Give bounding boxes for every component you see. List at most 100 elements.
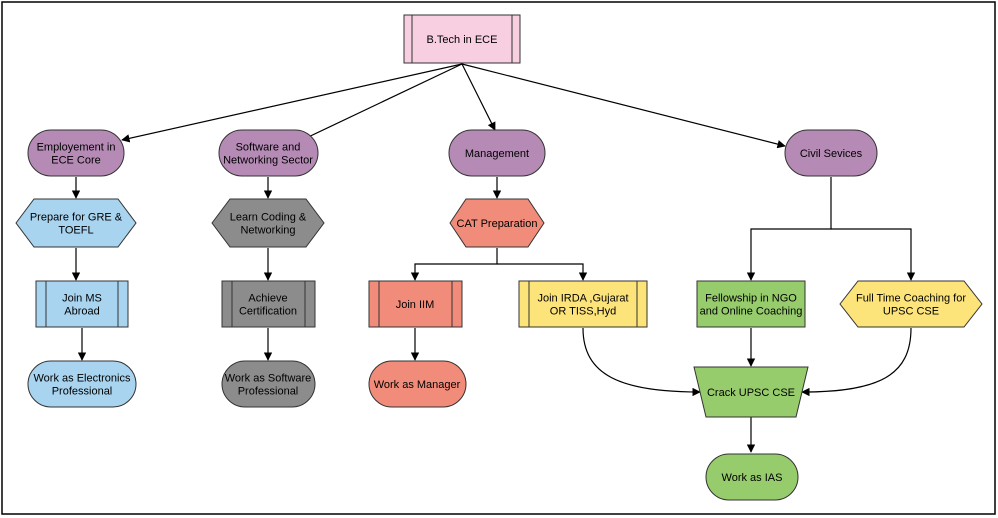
label-line: Employement in bbox=[37, 142, 116, 154]
edge-irda-upsc bbox=[582, 327, 701, 397]
node-btech-ece: B.Tech in ECE bbox=[403, 14, 521, 64]
edge-root-software bbox=[301, 63, 463, 141]
label-line: Networking bbox=[240, 225, 295, 237]
coaching-shape bbox=[839, 280, 983, 328]
label-line: Work as IAS bbox=[722, 472, 783, 484]
label-line: Join IRDA ,Gujarat bbox=[537, 293, 628, 305]
label-line: TOEFL bbox=[58, 225, 93, 237]
edge-coaching-upsc bbox=[801, 327, 912, 397]
label-line: Crack UPSC CSE bbox=[707, 387, 795, 399]
label-line: Learn Coding & bbox=[230, 212, 307, 224]
edge-civil-coaching bbox=[831, 228, 916, 281]
connectors bbox=[71, 63, 916, 453]
label-line: and Online Coaching bbox=[700, 306, 803, 318]
civil-shape bbox=[784, 129, 878, 177]
label-line: Software and bbox=[236, 142, 301, 154]
node-manager: Work as Manager bbox=[368, 360, 467, 408]
coding-label: Learn Coding &Networking bbox=[230, 212, 307, 237]
edge-root-ece-core bbox=[121, 63, 463, 143]
label-line: Join MS bbox=[62, 293, 102, 305]
ias-label: Work as IAS bbox=[722, 472, 783, 484]
gre-shape bbox=[15, 198, 137, 248]
management-label: Management bbox=[465, 148, 529, 160]
irda-shape bbox=[518, 280, 648, 328]
software-shape bbox=[218, 129, 319, 177]
iim-label: Join IIM bbox=[396, 299, 435, 311]
manager-shape bbox=[368, 360, 467, 408]
upsc-label: Crack UPSC CSE bbox=[707, 387, 795, 399]
label-line: OR TISS,Hyd bbox=[550, 306, 616, 318]
label-line: Certification bbox=[239, 306, 297, 318]
civil-label: Civil Sevices bbox=[800, 148, 863, 160]
node-upsc: Crack UPSC CSE bbox=[693, 366, 809, 418]
cert-shape bbox=[221, 280, 316, 328]
label-line: Professional bbox=[52, 386, 113, 398]
label-line: B.Tech in ECE bbox=[427, 34, 498, 46]
label-line: Fellowship in NGO bbox=[705, 293, 797, 305]
manager-label: Work as Manager bbox=[374, 379, 461, 391]
node-ias: Work as IAS bbox=[705, 453, 799, 501]
label-line: Abroad bbox=[64, 306, 99, 318]
ece-core-shape bbox=[27, 129, 125, 177]
sw-prof-shape bbox=[221, 360, 316, 408]
label-line: Civil Sevices bbox=[800, 148, 863, 160]
btech-ece-label: B.Tech in ECE bbox=[427, 34, 498, 46]
upsc-shape bbox=[693, 366, 809, 418]
label-line: UPSC CSE bbox=[883, 306, 939, 318]
node-gre: Prepare for GRE &TOEFL bbox=[15, 198, 137, 248]
node-iim: Join IIM bbox=[368, 280, 463, 328]
node-civil: Civil Sevices bbox=[784, 129, 878, 177]
edge-root-management bbox=[461, 63, 496, 131]
cat-shape bbox=[449, 198, 545, 248]
edge-cat-iim bbox=[410, 248, 498, 281]
ms-shape bbox=[35, 280, 129, 328]
label-line: Work as Manager bbox=[374, 379, 461, 391]
cat-label: CAT Preparation bbox=[457, 218, 538, 230]
gre-label: Prepare for GRE &TOEFL bbox=[30, 212, 123, 237]
node-cat: CAT Preparation bbox=[449, 198, 545, 248]
ias-shape bbox=[705, 453, 799, 501]
label-line: Work as Electronics bbox=[34, 373, 131, 385]
label-line: Achieve bbox=[248, 293, 287, 305]
management-shape bbox=[448, 129, 546, 177]
coding-shape bbox=[211, 198, 325, 248]
ngo-shape bbox=[696, 280, 806, 328]
edge-civil-ngo bbox=[746, 177, 832, 281]
edge-root-civil bbox=[461, 63, 786, 149]
node-management: Management bbox=[448, 129, 546, 177]
label-line: CAT Preparation bbox=[457, 218, 538, 230]
label-line: Networking Sector bbox=[223, 155, 313, 167]
btech-ece-box bbox=[403, 14, 521, 64]
label-line: Join IIM bbox=[396, 299, 435, 311]
label-line: ECE Core bbox=[51, 155, 101, 167]
elec-prof-shape bbox=[27, 360, 137, 408]
edge-cat-irda bbox=[497, 263, 588, 281]
label-line: Management bbox=[465, 148, 529, 160]
label-line: Professional bbox=[238, 386, 299, 398]
label-line: Full Time Coaching for bbox=[856, 293, 966, 305]
node-coding: Learn Coding &Networking bbox=[211, 198, 325, 248]
iim-shape bbox=[368, 280, 463, 328]
label-line: Work as Software bbox=[225, 373, 312, 385]
label-line: Prepare for GRE & bbox=[30, 212, 123, 224]
